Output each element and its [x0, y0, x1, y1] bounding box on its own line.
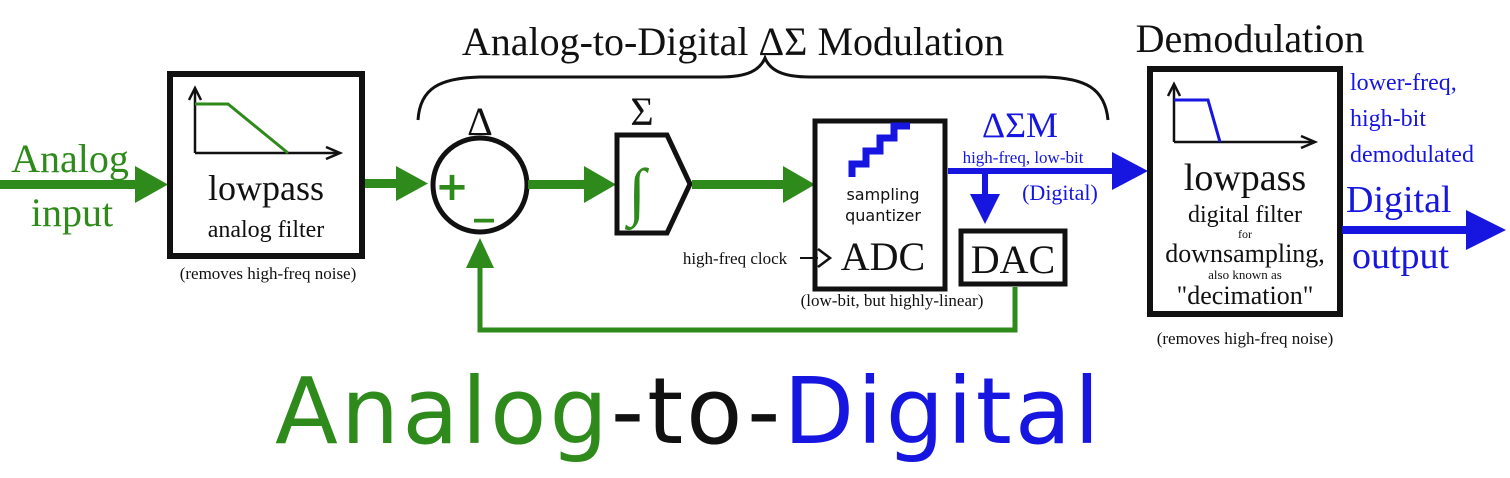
digital-output-label-line1: Digital	[1346, 179, 1452, 221]
digital-filter-line1: digital filter	[1188, 202, 1302, 228]
dsm-output-arrow	[948, 152, 1148, 190]
analog-input-label-line2: input	[31, 190, 113, 235]
digital-filter-line5: "decimation"	[1177, 281, 1314, 310]
adc-sampling-label: sampling	[846, 185, 919, 204]
clock-input-triangle	[817, 248, 833, 268]
adc-note: (low-bit, but highly-linear)	[801, 291, 984, 310]
feedback-path	[466, 238, 1018, 333]
analog-filter-subtitle: analog filter	[208, 217, 325, 243]
modulation-brace	[416, 54, 1110, 121]
analog-lowpass-response-icon	[187, 85, 344, 161]
digital-filter-line3: downsampling,	[1165, 239, 1325, 268]
dsm-digital-label: (Digital)	[1022, 180, 1098, 205]
demodulation-heading: Demodulation	[1136, 16, 1365, 61]
input-arrow	[0, 166, 168, 203]
analog-filter-note: (removes high-freq noise)	[180, 264, 357, 283]
analog-filter-title: lowpass	[208, 168, 324, 208]
delta-to-integrator-arrow	[528, 166, 616, 203]
output-desc-line2: high-bit	[1350, 106, 1426, 132]
banner-title: Analog-to-Digital	[275, 358, 1103, 465]
digital-filter-note: (removes high-freq noise)	[1157, 329, 1334, 348]
dac-box	[958, 228, 1068, 287]
summing-minus-sign: _	[474, 177, 494, 223]
digital-filter-line2: for	[1238, 227, 1252, 241]
output-arrow	[1342, 210, 1506, 250]
digital-filter-box	[1147, 66, 1343, 317]
integrator-block	[614, 132, 693, 236]
summing-junction	[430, 135, 530, 235]
output-desc-line3: demodulated	[1350, 142, 1474, 168]
banner-analog: Analog	[275, 358, 611, 465]
analog-input-label-line1: Analog	[11, 136, 129, 181]
digital-lowpass-response-icon	[1166, 81, 1319, 150]
summing-plus-sign: +	[435, 164, 469, 210]
filter-to-delta-arrow	[365, 166, 428, 201]
integral-symbol: ∫	[624, 156, 649, 231]
digital-output-label-line2: output	[1352, 235, 1450, 277]
banner-to: -to-	[611, 358, 783, 465]
dsm-description: high-freq, low-bit	[963, 148, 1084, 167]
clock-label: high-freq clock	[683, 249, 788, 268]
quantizer-staircase-icon	[848, 122, 910, 177]
modulation-heading: Analog-to-Digital ΔΣ Modulation	[462, 19, 1004, 64]
dsm-symbol: ΔΣM	[982, 105, 1058, 145]
integrator-to-adc-arrow	[692, 166, 815, 203]
dac-branch-arrow	[970, 171, 1000, 224]
digital-filter-line4: also known as	[1208, 267, 1282, 282]
banner-digital: Digital	[783, 358, 1102, 465]
sigma-symbol: Σ	[630, 89, 653, 134]
output-desc-line1: lower-freq,	[1350, 70, 1457, 96]
adc-quantizer-label: quantizer	[845, 206, 921, 225]
dac-label: DAC	[971, 237, 1055, 282]
digital-filter-title: lowpass	[1184, 157, 1306, 199]
adc-label: ADC	[841, 234, 925, 279]
